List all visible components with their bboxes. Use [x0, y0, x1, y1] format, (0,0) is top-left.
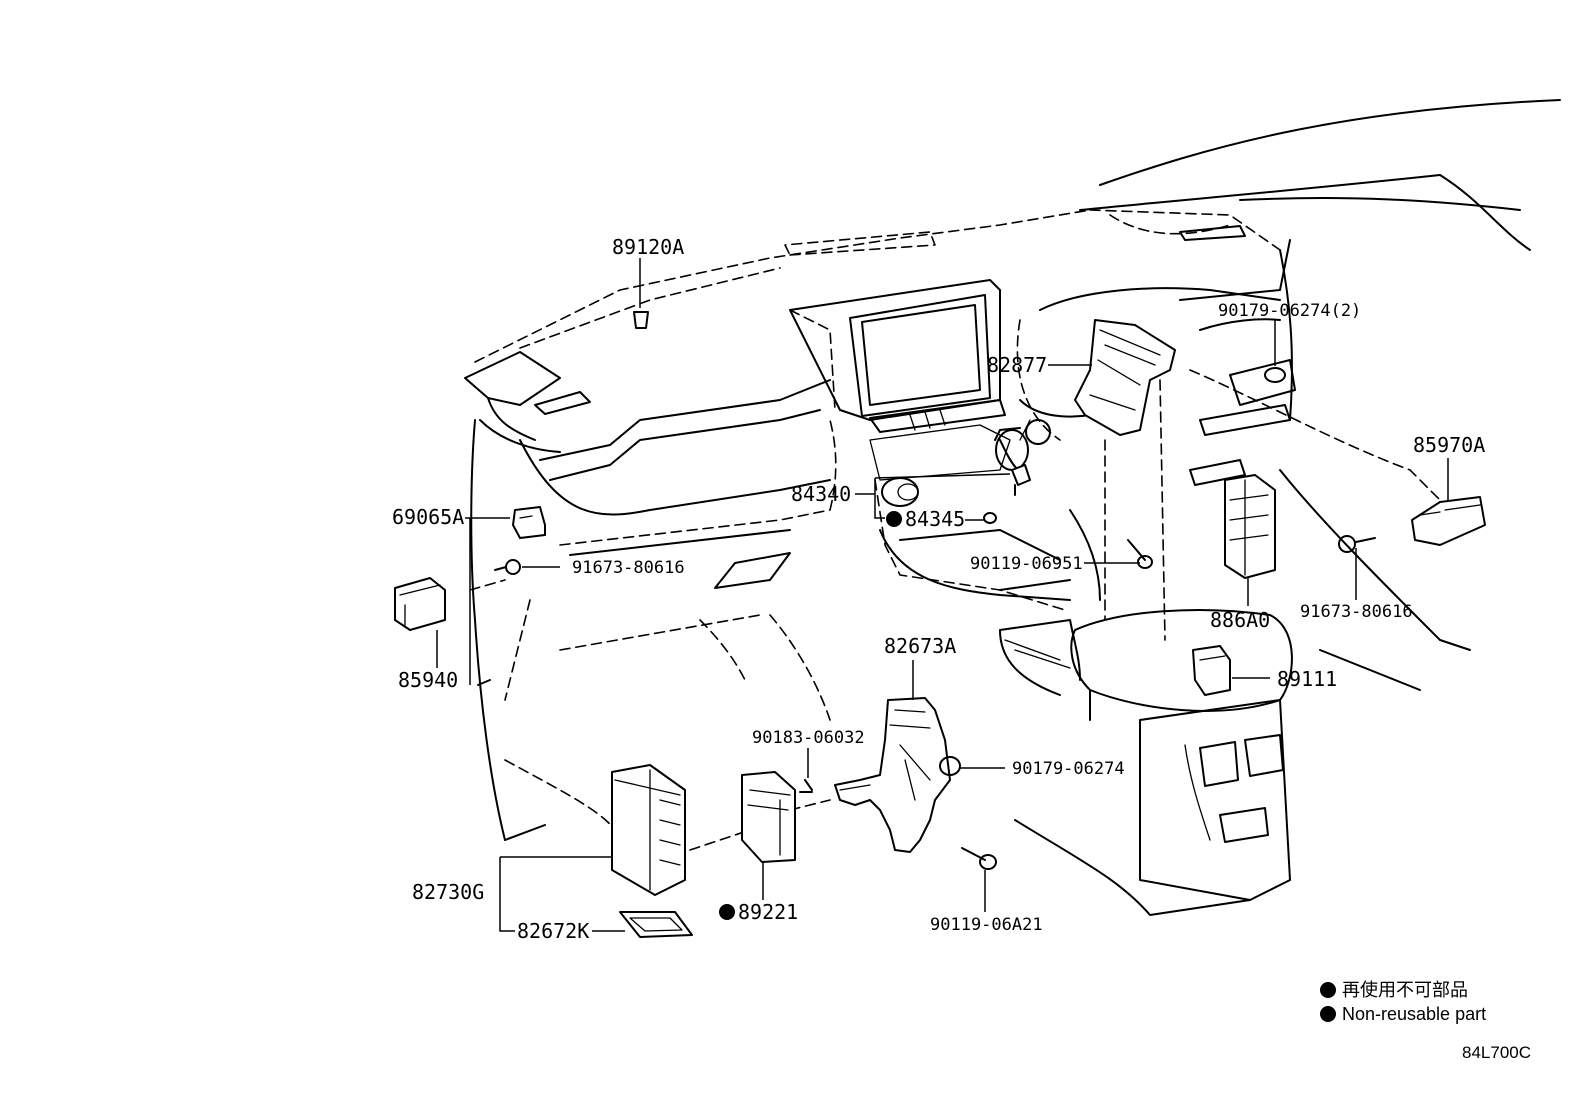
label-82673A: 82673A — [884, 634, 956, 658]
dashboard-drawing — [394, 99, 1561, 938]
legend: 再使用不可部品 Non-reusable part — [1320, 980, 1486, 1024]
label-84340: 84340 — [791, 482, 851, 506]
non-reusable-marker-89221 — [719, 904, 735, 920]
legend-line-japanese: 再使用不可部品 — [1342, 980, 1468, 1000]
label-89221: 89221 — [738, 900, 798, 924]
diagram-code: 84L700C — [1462, 1043, 1531, 1062]
label-90179-06274-2: 90179-06274(2) — [1218, 301, 1361, 321]
label-84345: 84345 — [905, 507, 965, 531]
label-82672K: 82672K — [517, 919, 589, 943]
label-886A0: 886A0 — [1210, 608, 1270, 632]
label-90183-06032: 90183-06032 — [752, 728, 865, 748]
non-reusable-marker-84345 — [886, 511, 902, 527]
label-82730G: 82730G — [412, 880, 484, 904]
label-91673-80616-left: 91673-80616 — [572, 558, 685, 578]
legend-dot-1 — [1320, 982, 1336, 998]
label-90119-06A21: 90119-06A21 — [930, 915, 1043, 935]
label-89120A: 89120A — [612, 235, 684, 259]
label-90119-06951: 90119-06951 — [970, 554, 1083, 574]
legend-dot-2 — [1320, 1006, 1336, 1022]
label-69065A: 69065A — [392, 505, 464, 529]
label-89111: 89111 — [1277, 667, 1337, 691]
legend-line-english: Non-reusable part — [1342, 1004, 1486, 1024]
label-85940: 85940 — [398, 668, 458, 692]
label-90179-06274: 90179-06274 — [1012, 759, 1125, 779]
part-labels: 89120A 82877 90179-06274(2) 85970A 69065… — [392, 235, 1485, 943]
label-82877: 82877 — [987, 353, 1047, 377]
label-85970A: 85970A — [1413, 433, 1485, 457]
label-91673-80616-right: 91673-80616 — [1300, 602, 1413, 622]
leader-lines — [436, 258, 1449, 932]
